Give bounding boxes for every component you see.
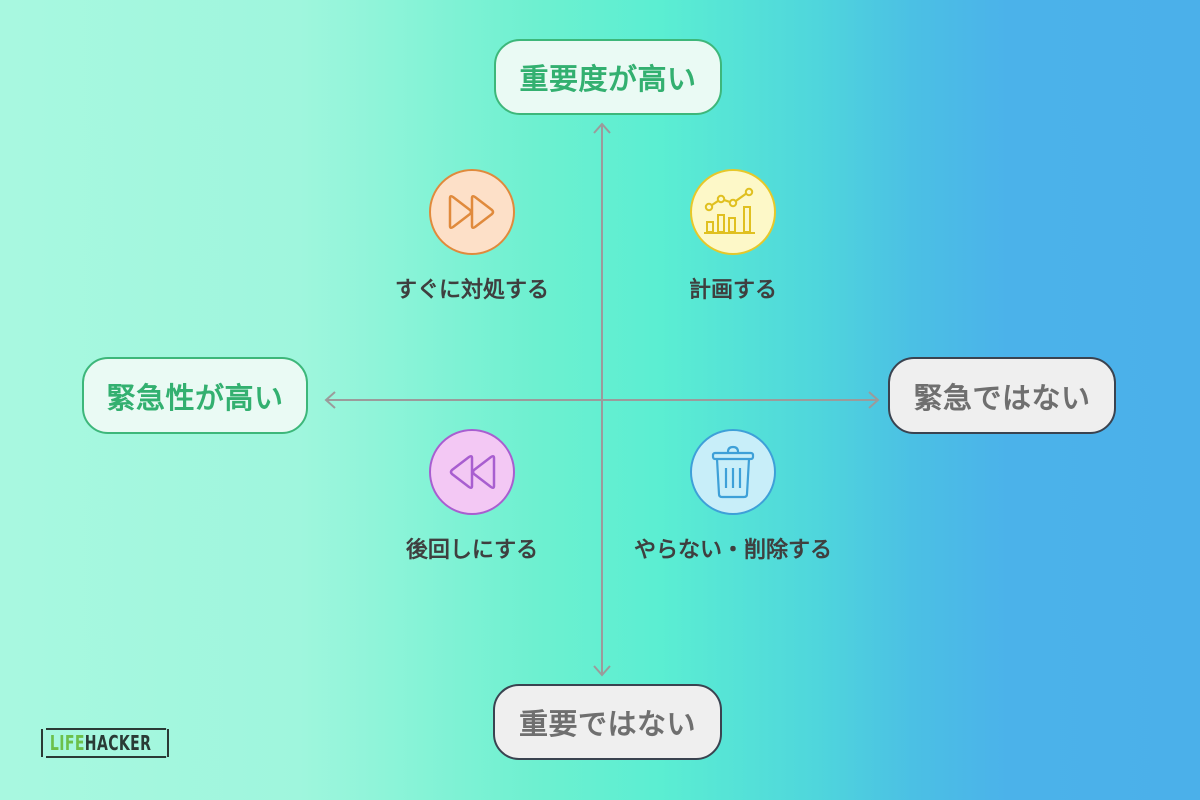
logo-wordmark: LIFEHACKER — [46, 728, 167, 758]
quadrant-label-postpone: 後回しにする — [405, 538, 539, 563]
logo-life: LIFE — [49, 731, 85, 755]
quadrant-label-delete: やらない・削除する — [633, 538, 833, 563]
arrow-right-icon — [867, 390, 881, 410]
fast-forward-icon — [429, 169, 515, 255]
rewind-icon — [429, 429, 515, 515]
arrow-down-icon — [592, 664, 612, 678]
logo-bar-left — [41, 729, 43, 757]
urgency-high-label: 緊急性が高い — [82, 357, 308, 434]
quadrant-label-plan: 計画する — [688, 278, 778, 303]
importance-high-label: 重要度が高い — [494, 39, 722, 115]
lifehacker-logo: LIFEHACKER — [37, 726, 173, 760]
logo-hacker: HACKER — [84, 731, 152, 755]
urgency-low-label: 緊急ではない — [888, 357, 1116, 434]
importance-low-label: 重要ではない — [493, 684, 722, 760]
trash-can-icon — [690, 429, 776, 515]
logo-bar-right — [167, 729, 169, 757]
horizontal-axis — [326, 399, 878, 401]
quadrant-label-do-now: すぐに対処する — [394, 278, 550, 303]
arrow-up-icon — [592, 121, 612, 135]
arrow-left-icon — [323, 390, 337, 410]
growth-chart-icon — [690, 169, 776, 255]
